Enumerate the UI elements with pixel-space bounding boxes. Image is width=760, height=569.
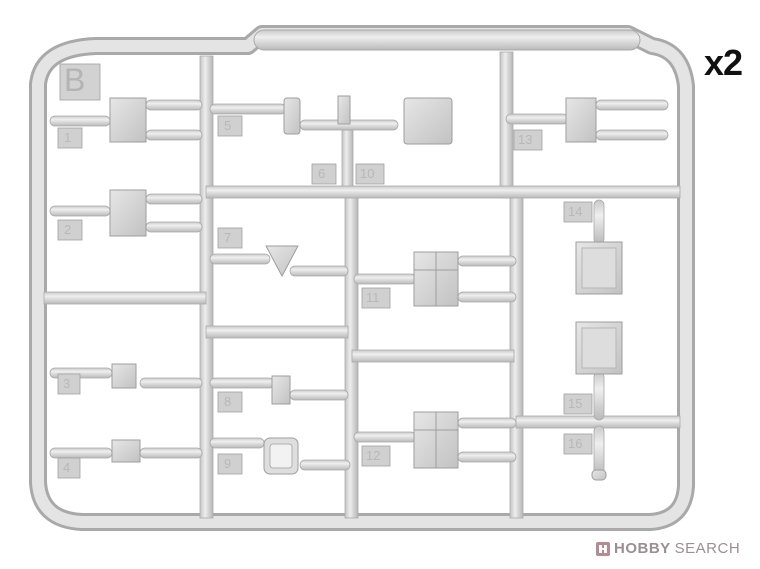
part-number-5: 5 [224, 118, 232, 133]
runner-v1 [199, 55, 214, 519]
part-number-4: 4 [63, 460, 71, 475]
part-number-8: 8 [224, 394, 232, 409]
part-8-block [271, 375, 291, 405]
part-number-15: 15 [568, 396, 583, 411]
hobby-search-watermark: HOBBY SEARCH [596, 540, 740, 557]
number-tabs [57, 115, 593, 479]
hobby-search-logo-icon [596, 541, 610, 556]
part-5-block [283, 97, 301, 135]
part-10-box [403, 97, 453, 145]
part-number-11: 11 [366, 290, 380, 305]
quantity-label: x2 [704, 42, 743, 83]
part-6-10-vent [337, 95, 351, 125]
runner-v4 [499, 51, 514, 199]
part-7-triangle [265, 245, 299, 278]
runner-h2 [43, 291, 207, 305]
part-number-6: 6 [318, 166, 326, 181]
watermark-brand: HOBBY [614, 540, 671, 557]
part-number-16: 16 [568, 436, 583, 451]
part-number-9: 9 [224, 456, 232, 471]
part-number-3: 3 [63, 376, 71, 391]
part-number-2: 2 [64, 222, 72, 237]
watermark-suffix: SEARCH [674, 540, 741, 557]
part-number-14: 14 [568, 204, 583, 219]
parts [109, 95, 623, 481]
part-number-7: 7 [224, 230, 232, 245]
part-3-block [111, 363, 137, 389]
part-1-block [109, 97, 147, 143]
part-4-block [111, 439, 141, 463]
sprue-letter-tab [59, 63, 101, 101]
runner-h1 [205, 185, 681, 199]
runner-h3 [205, 325, 349, 339]
part-2-block [109, 189, 147, 237]
part-16-tip [591, 469, 607, 481]
runner-v5 [341, 129, 354, 195]
sprue-letter: B [64, 62, 86, 98]
runner-h4 [351, 349, 515, 363]
top-raised-runner [253, 29, 641, 51]
part-number-12: 12 [366, 448, 381, 463]
part-13-box [565, 97, 597, 143]
gate-runners [49, 99, 669, 477]
part-number-1: 1 [64, 130, 72, 145]
part-number-10: 10 [360, 166, 375, 181]
part-number-13: 13 [518, 132, 533, 147]
